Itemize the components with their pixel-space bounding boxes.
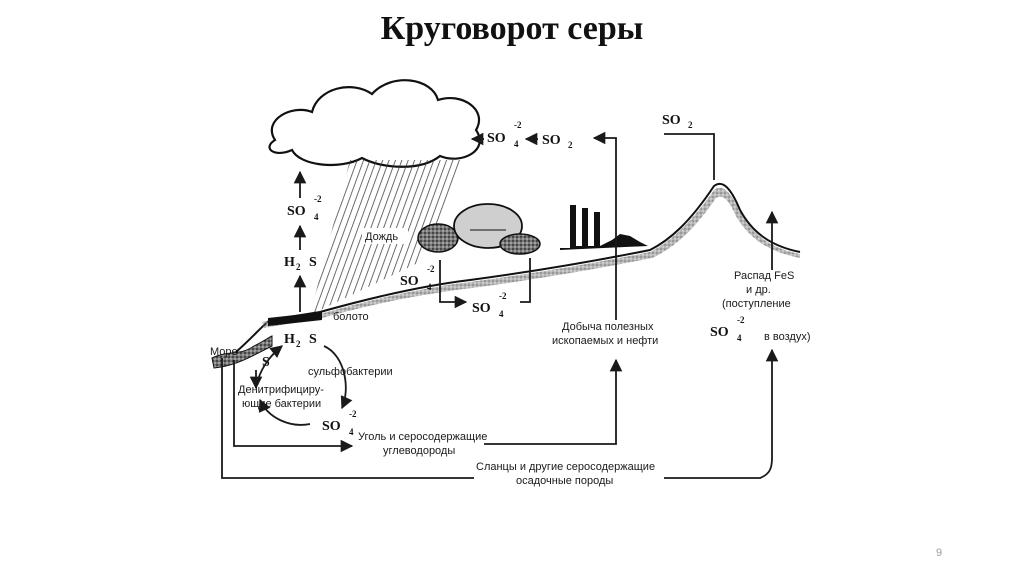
- so2-top: SO: [542, 133, 561, 148]
- fes-label-1: Распад FeS: [734, 270, 794, 282]
- rock-1: [417, 223, 459, 253]
- cycle-arc-right: [323, 345, 353, 410]
- h2s-upper-tail: S: [309, 255, 317, 270]
- flow-shale-fes: [664, 348, 779, 479]
- swamp: [268, 312, 322, 326]
- so4-fes-sub: 4: [737, 333, 742, 343]
- so4-sea-sub: 4: [349, 427, 354, 437]
- so2-top-sub: 2: [568, 140, 573, 150]
- coal-label-2: углеводороды: [383, 445, 455, 457]
- so2-volcano-sub: 2: [688, 120, 693, 130]
- so2-volcano: SO: [662, 113, 681, 128]
- denitrifying-label-1: Денитрифициру-: [238, 384, 324, 396]
- sea: [211, 335, 273, 369]
- shale-label-1: Сланцы и другие серосодержащие: [476, 461, 655, 473]
- shale-label-2: осадочные породы: [516, 475, 613, 487]
- so4-fes: SO: [710, 325, 729, 340]
- h2s-sea-tail: S: [309, 332, 317, 347]
- land-surface: [235, 182, 801, 353]
- cycle-arc-bottom: [258, 398, 311, 426]
- cycle-arc-left: [257, 345, 283, 381]
- so4-rain-sup: -2: [427, 264, 435, 274]
- flow-sea-coal: [233, 360, 354, 453]
- flow-coal-mining: [484, 358, 623, 445]
- arrow-mining-so2: [592, 131, 617, 320]
- so4-left-sub: 4: [314, 212, 319, 222]
- so4-left: SO: [287, 204, 306, 219]
- arrow-soil-so4: [520, 258, 531, 303]
- fes-label-3: (поступление: [722, 298, 791, 310]
- h2s-sea-sub: 2: [296, 339, 301, 349]
- sea-label: Море: [210, 346, 238, 358]
- so4-soil-sub: 4: [499, 309, 504, 319]
- rain-label: Дождь: [365, 231, 398, 243]
- page-number: 9: [936, 547, 943, 559]
- so4-top-sub: 4: [514, 139, 519, 149]
- so4-top-sup: -2: [514, 120, 522, 130]
- so4-rain-sub: 4: [427, 282, 432, 292]
- fes-label-2: и др.: [746, 284, 771, 296]
- denitrifying-label-2: ющие бактерии: [242, 398, 321, 410]
- so4-rain: SO: [400, 274, 419, 289]
- mining-label-2: ископаемых и нефти: [552, 335, 658, 347]
- h2s-upper-sub: 2: [296, 262, 301, 272]
- h2s-upper: H: [284, 255, 295, 270]
- sulfobacteria-label: сульфобактерии: [308, 366, 393, 378]
- so4-soil: SO: [472, 301, 491, 316]
- so4-sea-sup: -2: [349, 409, 357, 419]
- rain-label-bg: [362, 228, 408, 244]
- rock-3: [499, 233, 541, 255]
- so4-top: SO: [487, 131, 506, 146]
- fes-label-4: в воздух): [764, 331, 811, 343]
- flow-sea-shale: [221, 358, 474, 479]
- so4-fes-sup: -2: [737, 315, 745, 325]
- cloud: [268, 79, 481, 168]
- arrow-rain-so4: [439, 260, 468, 309]
- so4-left-sup: -2: [314, 194, 322, 204]
- coal-label-1: Уголь и серосодержащие: [358, 431, 487, 443]
- mining-label-1: Добыча полезных: [562, 321, 654, 333]
- slide-title: Круговорот серы: [380, 10, 644, 47]
- h2s-sea: H: [284, 332, 295, 347]
- so4-sea: SO: [322, 419, 341, 434]
- volcano-plume-line: [664, 133, 715, 180]
- swamp-label: болото: [333, 311, 369, 323]
- so4-soil-sup: -2: [499, 291, 507, 301]
- factory-icon: [560, 205, 648, 250]
